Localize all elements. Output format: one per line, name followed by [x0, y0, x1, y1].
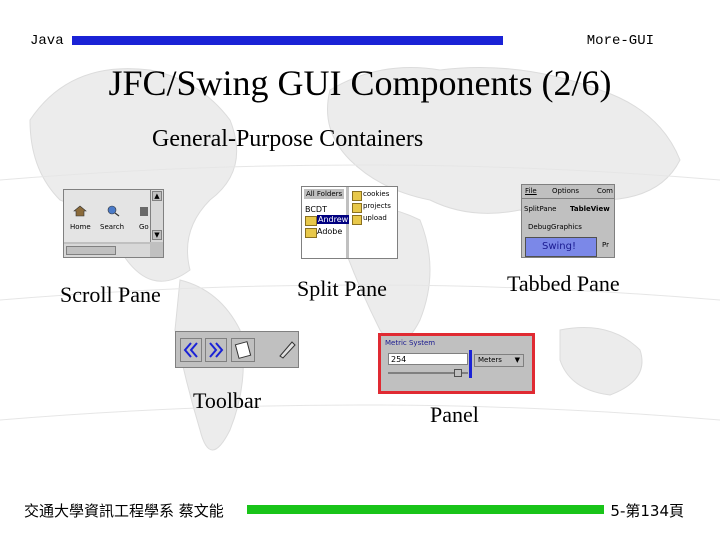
search-icon: [106, 205, 120, 217]
slide-subtitle: General-Purpose Containers: [152, 126, 424, 152]
slide-title: JFC/Swing GUI Components (2/6): [108, 63, 612, 103]
scroll-down-arrow-icon[interactable]: ▼: [152, 230, 162, 240]
split-pane-screenshot: All Folders BCDT Andrew Adobe cookies pr…: [301, 186, 398, 259]
tabbed-pane-label: Tabbed Pane: [507, 271, 620, 296]
tabbed-pane-screenshot: File Options Com SplitPane TableView Deb…: [521, 184, 615, 258]
footer-bar: [247, 505, 604, 514]
header-left-label: Java: [30, 33, 64, 49]
value-input[interactable]: 254: [388, 353, 468, 365]
slider-thumb[interactable]: [454, 369, 462, 377]
scroll-item-search: Search: [100, 223, 125, 231]
list-item[interactable]: projects: [363, 202, 391, 210]
toolbar-label: Toolbar: [193, 388, 262, 413]
split-right-pane: cookies projects upload: [350, 187, 397, 258]
header-bar: [72, 36, 503, 45]
back-button[interactable]: [180, 338, 202, 362]
vertical-scrollbar[interactable]: ▲ ▼: [151, 190, 163, 242]
folder-icon: [352, 215, 362, 225]
toolbar-screenshot: [175, 331, 299, 368]
tree-header: All Folders: [304, 189, 344, 199]
go-icon: [139, 205, 149, 217]
list-item[interactable]: upload: [363, 214, 387, 222]
edit-button[interactable]: [276, 338, 298, 362]
tree-item-selected[interactable]: Andrew: [317, 215, 350, 224]
tab-debuggraphics[interactable]: DebugGraphics: [528, 223, 582, 231]
tree-item[interactable]: BCDT: [305, 205, 327, 214]
tab-splitpane[interactable]: SplitPane: [524, 205, 557, 213]
list-item[interactable]: cookies: [363, 190, 390, 198]
unit-select-value: Meters: [478, 356, 502, 364]
tab-pr[interactable]: Pr: [602, 241, 609, 249]
double-chevron-left-icon: [183, 342, 198, 358]
forward-button[interactable]: [205, 338, 227, 362]
scroll-pane-screenshot: Home Search Go ▲ ▼: [63, 189, 164, 258]
page-number: 5-第134頁: [610, 502, 684, 520]
panel-screenshot: Metric System 254 Meters ▼: [378, 333, 535, 394]
scroll-pane-label: Scroll Pane: [60, 282, 161, 307]
home-icon: [73, 205, 87, 217]
folder-icon: [305, 228, 317, 238]
panel-label: Panel: [430, 402, 479, 427]
horizontal-scrollbar[interactable]: [64, 244, 150, 257]
menu-bar: File Options Com: [522, 185, 614, 199]
split-pane-label: Split Pane: [297, 276, 387, 301]
tab-tableview[interactable]: TableView: [570, 205, 610, 213]
scroll-item-go: Go: [139, 223, 149, 231]
panel-divider: [469, 350, 472, 378]
double-chevron-right-icon: [209, 342, 224, 358]
unit-select[interactable]: Meters ▼: [474, 354, 524, 367]
pencil-icon: [279, 341, 296, 359]
footer-left-label: 交通大學資訊工程學系 蔡文能: [24, 502, 224, 520]
menu-options[interactable]: Options: [552, 187, 580, 195]
menu-file[interactable]: File: [525, 187, 537, 195]
folder-icon: [352, 203, 362, 213]
panel-group-title: Metric System: [385, 339, 436, 347]
tab-content-label: Swing!: [542, 241, 576, 252]
scroll-up-arrow-icon[interactable]: ▲: [152, 191, 162, 201]
folder-icon: [305, 216, 317, 226]
tab-content-area: Swing!: [525, 237, 597, 257]
menu-com[interactable]: Com: [597, 187, 613, 195]
header-right-label: More-GUI: [586, 33, 654, 49]
split-left-pane: All Folders BCDT Andrew Adobe: [302, 187, 350, 258]
chevron-down-icon: ▼: [514, 356, 520, 364]
document-icon: [234, 341, 252, 359]
document-button[interactable]: [231, 338, 255, 362]
scroll-item-home: Home: [70, 223, 91, 231]
scroll-viewport: Home Search Go: [64, 190, 151, 242]
scroll-thumb[interactable]: [66, 246, 116, 255]
tree-item[interactable]: Adobe: [317, 227, 343, 236]
value-slider[interactable]: [388, 369, 468, 377]
folder-icon: [352, 191, 362, 201]
